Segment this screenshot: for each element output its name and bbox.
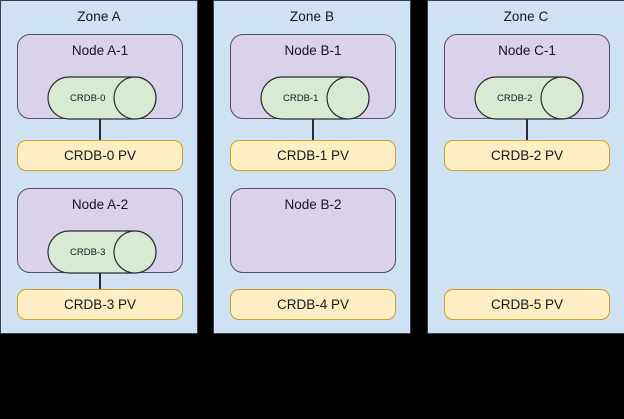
- pv-crdb-2-pv-label: CRDB-2 PV: [490, 148, 563, 163]
- pv-crdb-1-pv-label: CRDB-1 PV: [276, 148, 349, 163]
- node-c-1-title: Node C-1: [498, 43, 556, 58]
- connector-crdb-3: [99, 273, 101, 290]
- database-cylinder-icon: [260, 76, 370, 120]
- pod-crdb-0[interactable]: CRDB-0: [47, 76, 157, 120]
- pv-crdb-3-pv-label: CRDB-3 PV: [63, 297, 136, 312]
- pv-crdb-4-pv-label: CRDB-4 PV: [276, 297, 349, 312]
- node-a-1-title: Node A-1: [71, 43, 129, 58]
- database-cylinder-icon: [47, 230, 157, 274]
- zone-b-title: Zone B: [289, 9, 335, 24]
- zone-c: Zone C Node C-1 CRDB-2 CRDB-2 PV CRDB-5 …: [427, 0, 624, 334]
- pv-crdb-4-pv[interactable]: CRDB-4 PV: [230, 289, 396, 320]
- node-b-2-title: Node B-2: [284, 197, 342, 212]
- node-a-2[interactable]: Node A-2 CRDB-3: [17, 188, 183, 274]
- node-b-2[interactable]: Node B-2: [230, 188, 396, 273]
- node-b-1-title: Node B-1: [284, 43, 342, 58]
- connector-crdb-0: [99, 119, 101, 141]
- pod-crdb-1[interactable]: CRDB-1: [260, 76, 370, 120]
- pv-crdb-0-pv[interactable]: CRDB-0 PV: [17, 140, 183, 171]
- zone-c-title: Zone C: [503, 9, 549, 24]
- pv-crdb-5-pv-label: CRDB-5 PV: [490, 297, 563, 312]
- node-a-2-title: Node A-2: [71, 197, 129, 212]
- node-c-1[interactable]: Node C-1 CRDB-2: [444, 34, 610, 120]
- pv-crdb-0-pv-label: CRDB-0 PV: [63, 148, 136, 163]
- node-b-1[interactable]: Node B-1 CRDB-1: [230, 34, 396, 120]
- pv-crdb-5-pv[interactable]: CRDB-5 PV: [444, 289, 610, 320]
- pod-crdb-3[interactable]: CRDB-3: [47, 230, 157, 274]
- pv-crdb-3-pv[interactable]: CRDB-3 PV: [17, 289, 183, 320]
- pv-crdb-1-pv[interactable]: CRDB-1 PV: [230, 140, 396, 171]
- zone-a: Zone A Node A-1 CRDB-0 CRDB-0 PV Node A-…: [0, 0, 198, 334]
- node-a-1[interactable]: Node A-1 CRDB-0: [17, 34, 183, 120]
- connector-crdb-1: [312, 119, 314, 141]
- database-cylinder-icon: [47, 76, 157, 120]
- connector-crdb-2: [526, 119, 528, 141]
- pv-crdb-2-pv[interactable]: CRDB-2 PV: [444, 140, 610, 171]
- pod-crdb-2[interactable]: CRDB-2: [474, 76, 584, 120]
- zone-b: Zone B Node B-1 CRDB-1 CRDB-1 PV Node B-…: [213, 0, 411, 334]
- database-cylinder-icon: [474, 76, 584, 120]
- zone-a-title: Zone A: [77, 9, 121, 24]
